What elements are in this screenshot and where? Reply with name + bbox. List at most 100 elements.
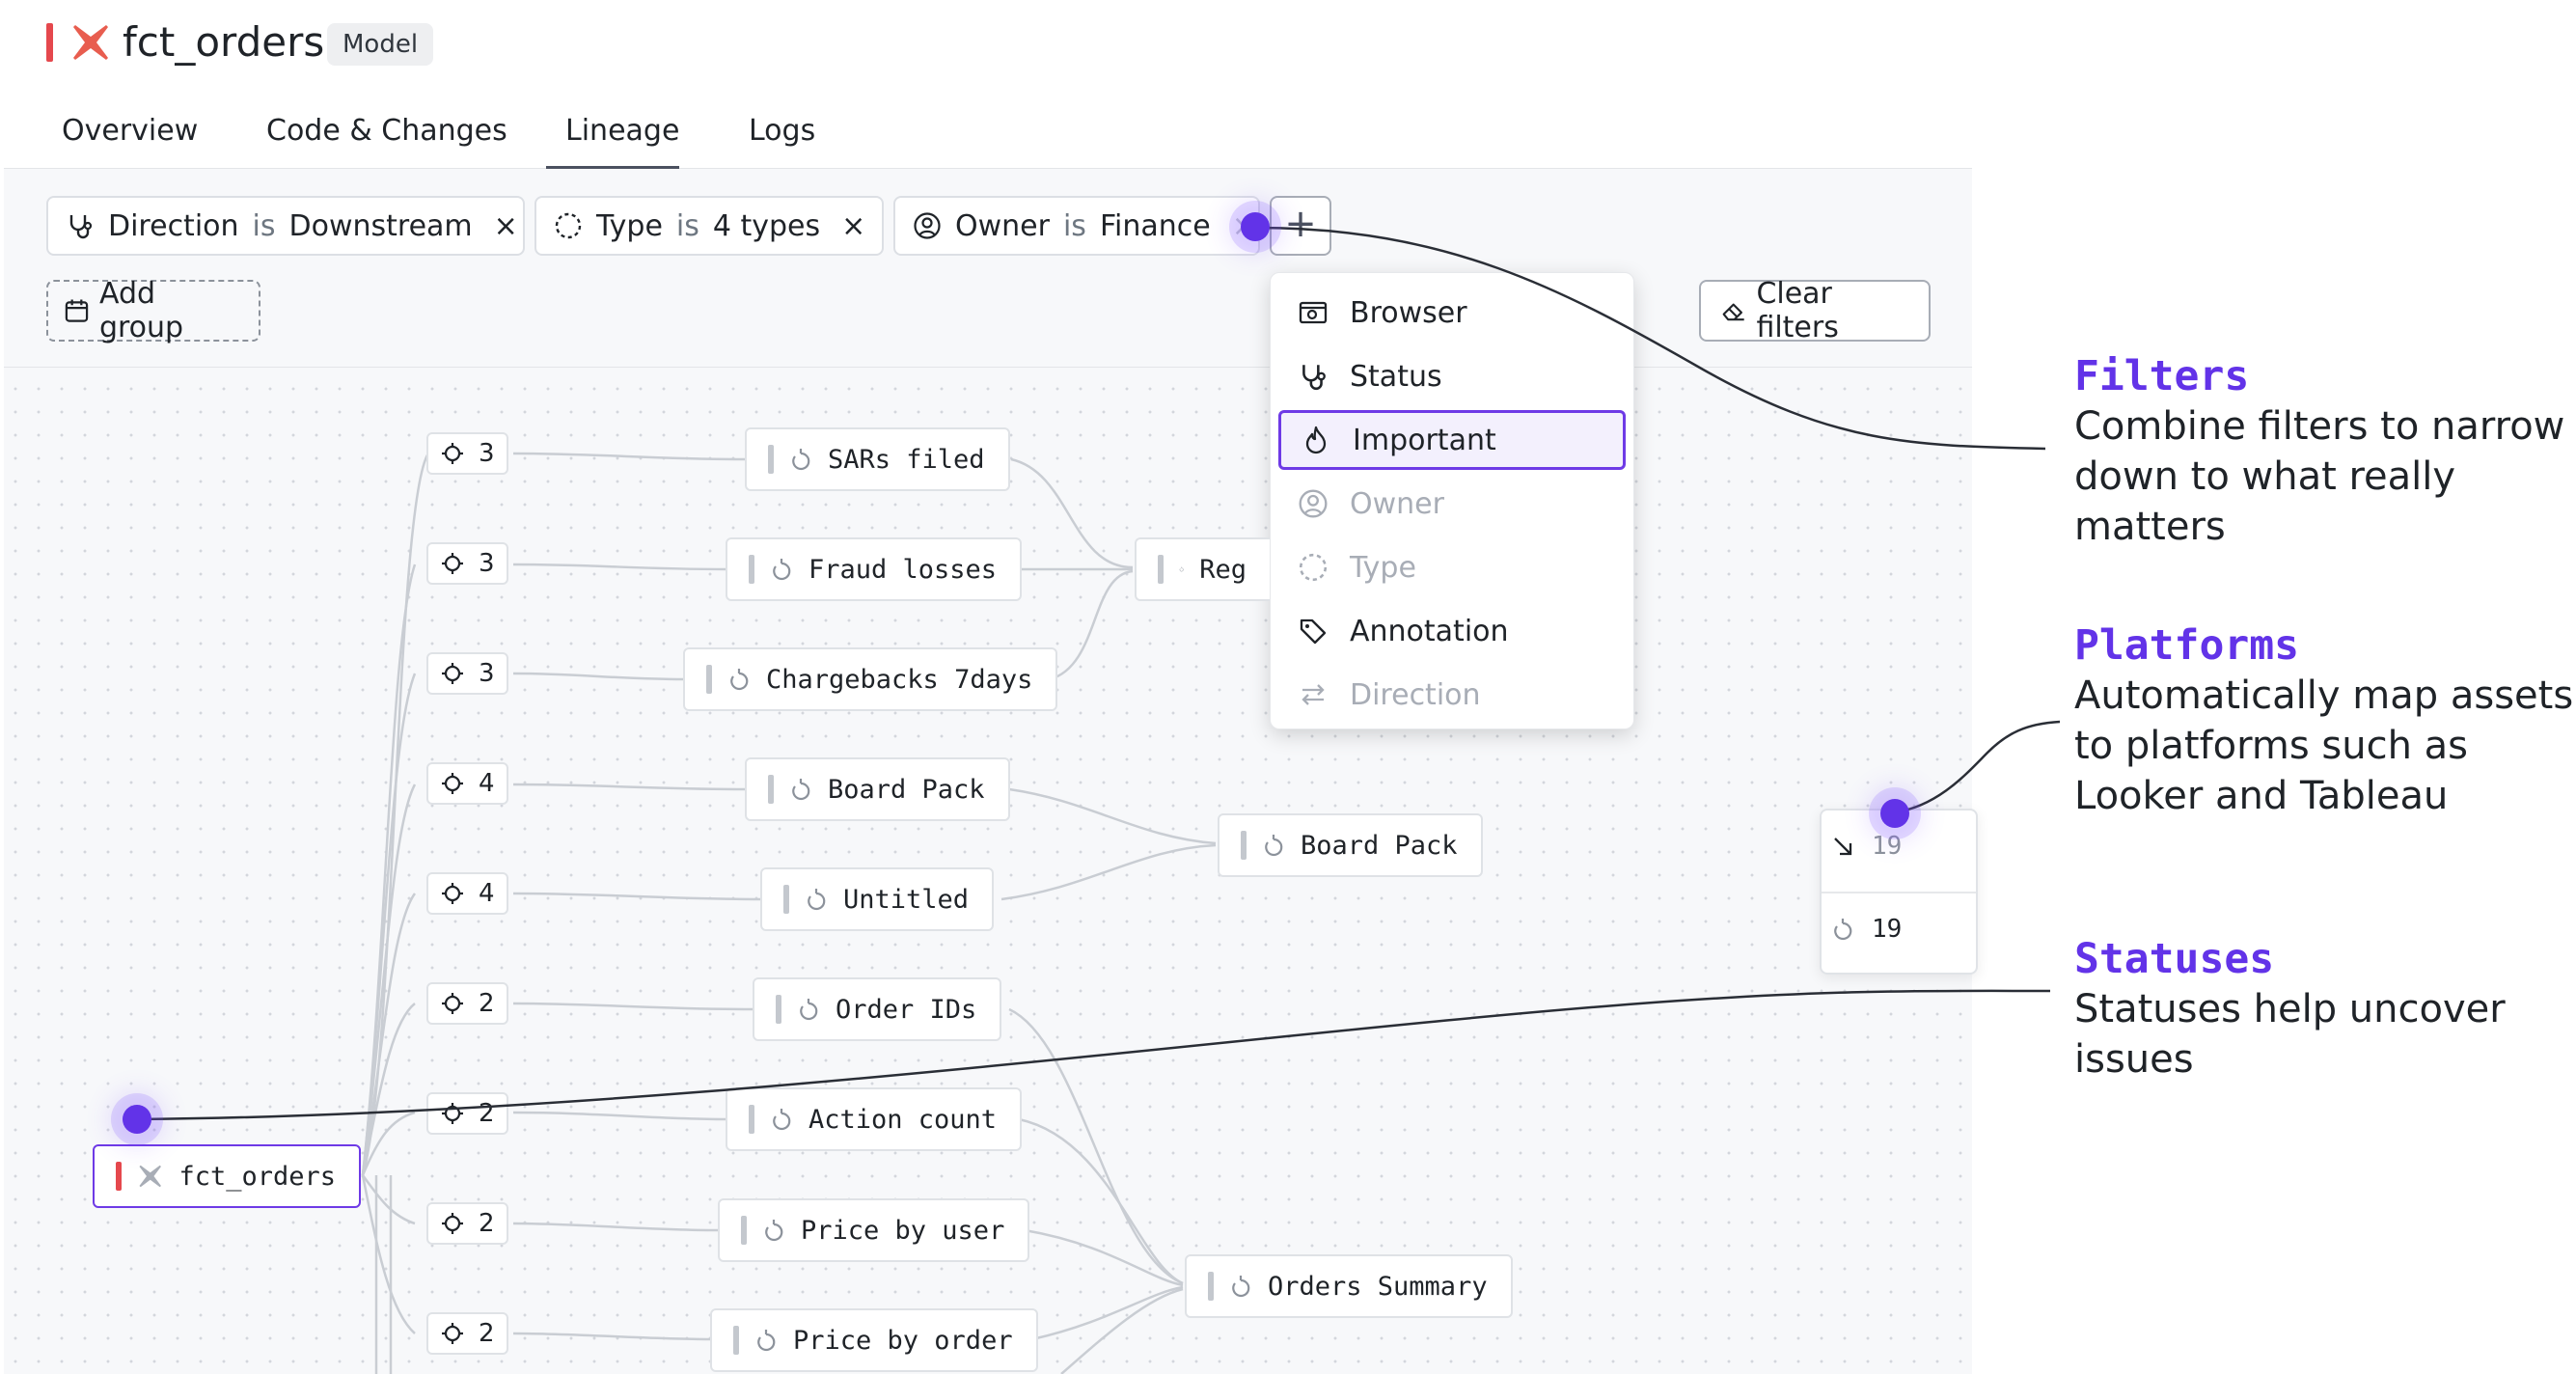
- target-icon: [442, 1323, 463, 1344]
- count-node[interactable]: 4: [426, 872, 508, 915]
- tab-lineage[interactable]: Lineage: [565, 114, 680, 148]
- count-node[interactable]: 4: [426, 762, 508, 805]
- filter-chip-type[interactable]: Type is 4 types ×: [534, 196, 884, 256]
- menu-item-label: Type: [1350, 550, 1416, 585]
- chart-node[interactable]: Action count: [726, 1087, 1023, 1151]
- root-model-node[interactable]: fct_orders: [93, 1144, 361, 1208]
- arrows-icon: [1302, 684, 1325, 705]
- chart-node[interactable]: Board Pack: [745, 757, 1010, 821]
- filter-value: Finance: [1099, 208, 1211, 243]
- status-bar: [733, 1326, 739, 1355]
- add-group-label: Add group: [98, 277, 184, 344]
- dashboard-node[interactable]: Reg: [1135, 537, 1270, 601]
- menu-item-important[interactable]: Important: [1278, 410, 1626, 470]
- status-bar: [783, 885, 789, 914]
- chart-node[interactable]: Price by order: [710, 1308, 1038, 1372]
- target-icon: [442, 993, 463, 1014]
- add-filter-button[interactable]: +: [1270, 196, 1331, 256]
- filter-field: Type: [596, 208, 663, 243]
- user-circle-icon: [1299, 489, 1328, 518]
- target-icon: [442, 883, 463, 904]
- status-bar: [116, 1162, 122, 1191]
- close-icon[interactable]: ×: [841, 208, 866, 243]
- tableau-icon: [757, 1330, 776, 1352]
- menu-item-annotation[interactable]: Annotation: [1278, 601, 1626, 661]
- chart-node[interactable]: SARs filed: [745, 427, 1010, 491]
- chart-node[interactable]: Price by user: [718, 1198, 1030, 1262]
- filter-field: Direction: [108, 208, 239, 243]
- menu-item-browser[interactable]: Browser: [1278, 283, 1626, 343]
- count-node[interactable]: 3: [426, 542, 508, 585]
- tableau-icon: [730, 669, 749, 691]
- count-node[interactable]: 3: [426, 652, 508, 695]
- tableau-icon: [765, 1220, 783, 1242]
- callout-dot-platforms: [1880, 799, 1909, 828]
- annotation-text: Automatically map assets to platforms su…: [2074, 673, 2574, 818]
- active-tab-indicator: [546, 166, 679, 169]
- status-bar: [741, 1216, 747, 1245]
- filter-value: Downstream: [288, 208, 473, 243]
- target-icon: [442, 773, 463, 794]
- chart-node[interactable]: Order IDs: [753, 977, 1002, 1041]
- dbt-logo-icon: [73, 25, 108, 60]
- menu-item-type: Type: [1278, 537, 1626, 597]
- close-icon[interactable]: ×: [493, 208, 518, 243]
- target-icon: [442, 443, 463, 464]
- menu-item-owner: Owner: [1278, 474, 1626, 534]
- downstream-count: 19: [1831, 832, 1902, 861]
- tabs-divider: [4, 168, 1972, 169]
- target-icon: [442, 663, 463, 684]
- page-title: fct_orders: [123, 18, 325, 66]
- tableau-icon: [1834, 919, 1852, 941]
- target-icon: [442, 1103, 463, 1124]
- tag-icon: [1300, 618, 1327, 645]
- filter-operator: is: [1062, 208, 1086, 243]
- annotation-text: Combine filters to narrow down to what r…: [2074, 404, 2565, 549]
- tableau-icon: [1232, 1276, 1250, 1298]
- status-bar: [749, 555, 754, 584]
- tab-overview[interactable]: Overview: [62, 114, 199, 148]
- chart-node[interactable]: Chargebacks 7days: [683, 647, 1058, 711]
- target-icon: [442, 1213, 463, 1234]
- dashed-circle-icon: [555, 212, 582, 239]
- chart-node[interactable]: Untitled: [760, 867, 995, 931]
- filter-chip-owner[interactable]: Owner is Finance ×: [893, 196, 1260, 256]
- menu-item-label: Direction: [1350, 677, 1481, 712]
- status-bar: [768, 445, 774, 474]
- menu-item-status[interactable]: Status: [1278, 346, 1626, 406]
- annotation-title: Platforms: [2074, 621, 2299, 670]
- tableau-icon: [773, 559, 791, 581]
- filter-operator: is: [675, 208, 699, 243]
- callout-dot-statuses: [123, 1105, 151, 1134]
- card-divider: [1822, 892, 1976, 893]
- filter-value: 4 types: [712, 208, 821, 243]
- count-node[interactable]: 2: [426, 1202, 508, 1245]
- tab-code-changes[interactable]: Code & Changes: [266, 114, 507, 148]
- clear-filters-button[interactable]: Clear filters: [1699, 277, 1931, 344]
- tableau-icon: [792, 449, 810, 471]
- browser-icon: [1299, 301, 1328, 324]
- flame-icon: [1305, 426, 1327, 454]
- count-node[interactable]: 2: [426, 1092, 508, 1135]
- status-bar: [1241, 831, 1247, 860]
- dashboard-node[interactable]: Orders Summary: [1185, 1254, 1513, 1318]
- chart-node[interactable]: Fraud losses: [726, 537, 1023, 601]
- dashboard-node[interactable]: Board Pack: [1218, 813, 1483, 877]
- tableau-icon: [792, 779, 810, 801]
- menu-item-label: Status: [1350, 359, 1442, 394]
- filter-chip-direction[interactable]: Direction is Downstream ×: [46, 196, 525, 256]
- tableau-icon: [773, 1109, 791, 1131]
- menu-item-label: Browser: [1350, 295, 1467, 330]
- tab-logs[interactable]: Logs: [749, 114, 816, 148]
- tableau-icon: [1265, 835, 1283, 857]
- target-icon: [442, 553, 463, 574]
- add-group-button[interactable]: Add group: [46, 277, 260, 344]
- count-node[interactable]: 2: [426, 1312, 508, 1355]
- count-node[interactable]: 2: [426, 982, 508, 1025]
- count-node[interactable]: 3: [426, 432, 508, 475]
- user-circle-icon: [914, 212, 941, 239]
- tableau-icon: [1179, 566, 1184, 572]
- tableau-icon: [800, 999, 818, 1021]
- status-bar: [1208, 1272, 1214, 1301]
